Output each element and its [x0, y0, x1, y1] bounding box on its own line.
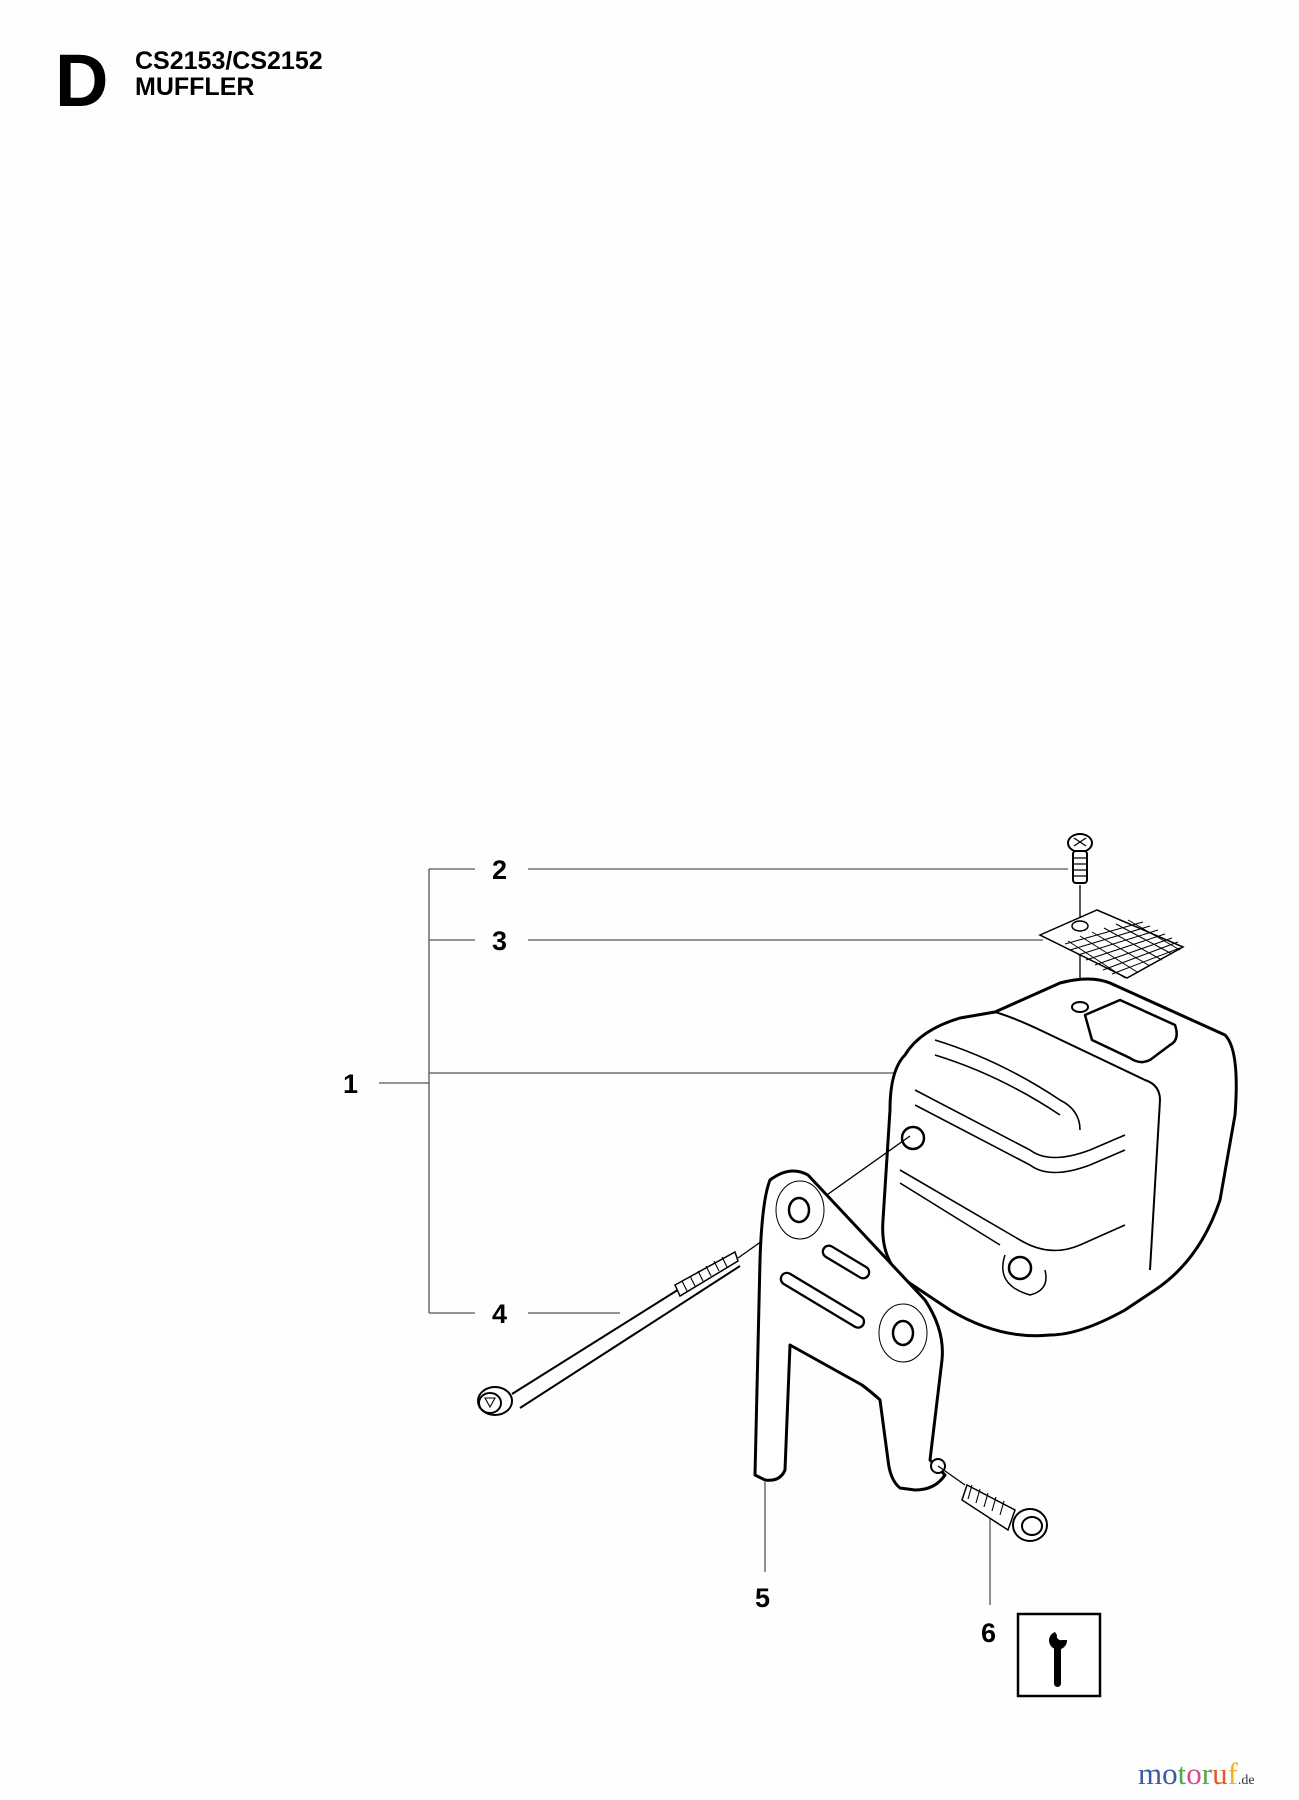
wm-o2: o	[1186, 1756, 1202, 1791]
wm-t: t	[1177, 1756, 1187, 1791]
screen-part	[1038, 909, 1185, 979]
callout-6: 6	[981, 1618, 996, 1648]
page-title: MUFFLER	[135, 73, 255, 101]
wrench-icon	[1016, 1612, 1102, 1698]
wm-o1: o	[1162, 1756, 1178, 1791]
callout-leaders	[379, 868, 1068, 1605]
wm-u: u	[1212, 1756, 1228, 1791]
callout-5: 5	[755, 1583, 770, 1613]
wm-r: r	[1201, 1756, 1213, 1791]
section-letter: D	[55, 39, 109, 122]
callout-3: 3	[492, 926, 507, 956]
wm-m1: m	[1138, 1756, 1163, 1791]
callout-2: 2	[492, 855, 507, 885]
muffler-part	[881, 977, 1238, 1338]
callout-4: 4	[492, 1299, 507, 1329]
bracket-screw-part	[961, 1483, 1048, 1542]
wm-f: f	[1227, 1756, 1238, 1791]
bracket-part	[753, 1169, 966, 1492]
watermark-logo: motoruf.de	[1138, 1756, 1255, 1792]
wm-tld: .de	[1237, 1773, 1255, 1788]
title-block: CS2153/CS2152 MUFFLER	[135, 48, 323, 100]
model-number: CS2153/CS2152	[135, 47, 323, 75]
callout-1: 1	[343, 1069, 358, 1099]
callout-numbers: 1 2 3 4 5 6	[343, 855, 996, 1648]
